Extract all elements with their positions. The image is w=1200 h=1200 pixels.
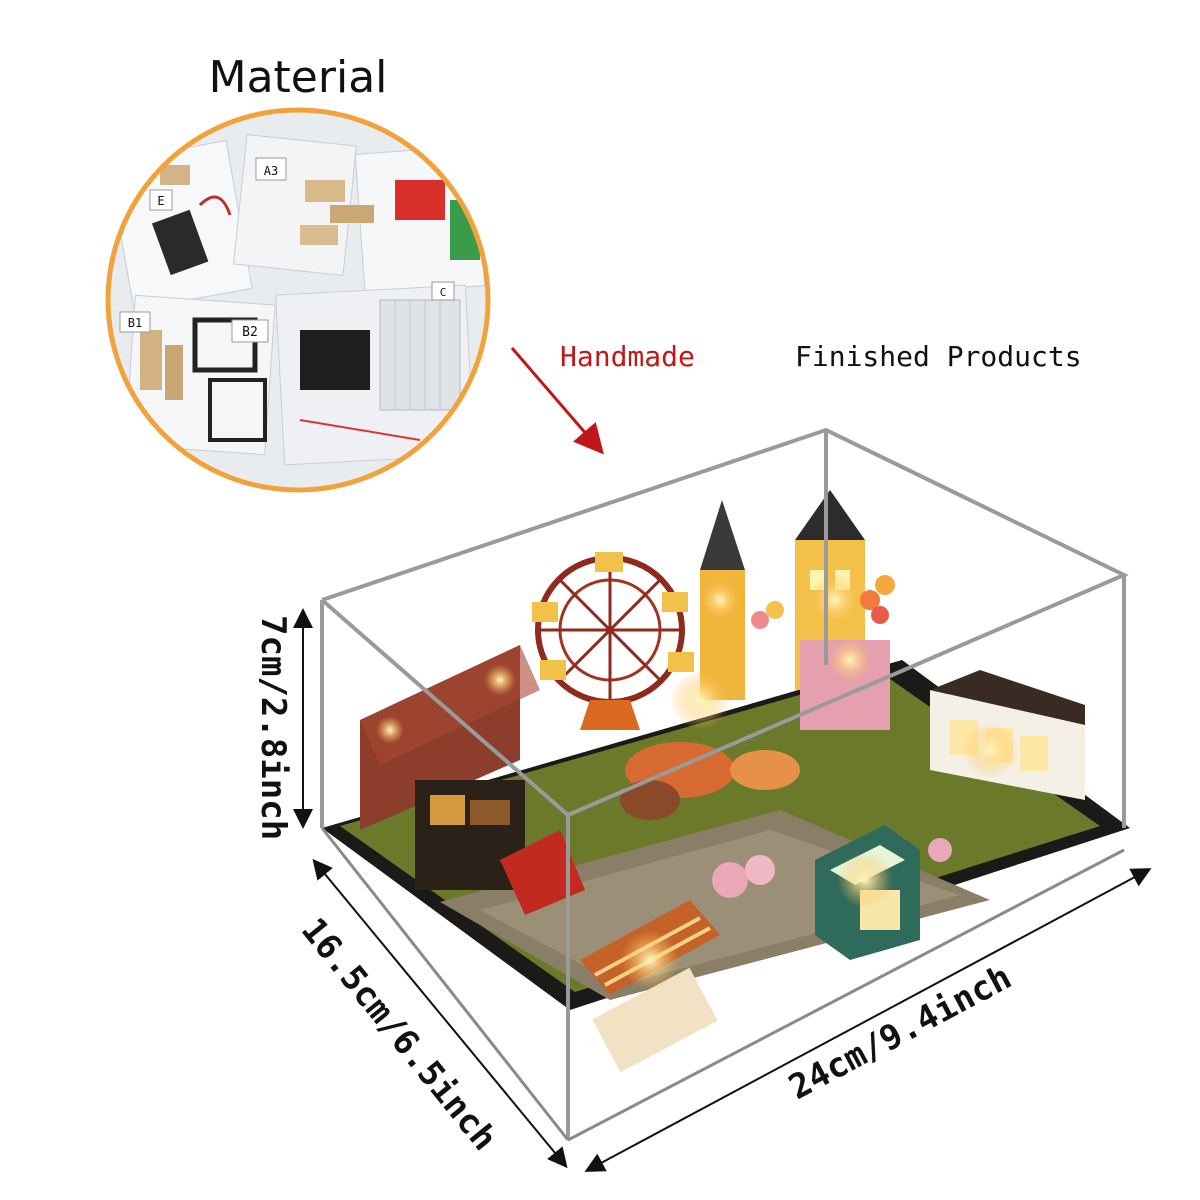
acrylic-cover-outline [320, 427, 1129, 1140]
svg-text:A3: A3 [264, 164, 278, 178]
material-circle: A3 B1 B2 E C [105, 107, 491, 493]
handmade-arrow [510, 347, 604, 455]
height-dimension-label: 7cm/2.8inch [253, 615, 293, 840]
svg-text:E: E [157, 194, 164, 208]
finished-products-label: Finished Products [795, 340, 1082, 373]
depth-dimension-arrow [312, 858, 568, 1169]
cafe-building [930, 670, 1085, 800]
part-tag-c: C [431, 281, 455, 301]
ferris-wheel [532, 552, 694, 730]
part-tag-b1: B1 [119, 311, 151, 333]
circle-border [105, 107, 491, 493]
svg-text:B1: B1 [128, 316, 142, 330]
width-dimension-label: 24cm/9.4inch [782, 957, 1018, 1108]
part-tag-e: E [149, 189, 173, 211]
svg-text:C: C [440, 286, 447, 299]
part-tag-b2: B2 [231, 319, 269, 343]
material-title: Material [209, 52, 388, 103]
part-tag-a3: A3 [255, 157, 287, 181]
svg-text:B2: B2 [242, 325, 258, 340]
width-dimension-arrow [584, 868, 1152, 1172]
depth-dimension-label: 16.5cm/6.5inch [293, 910, 504, 1158]
handmade-label: Handmade [560, 340, 695, 373]
